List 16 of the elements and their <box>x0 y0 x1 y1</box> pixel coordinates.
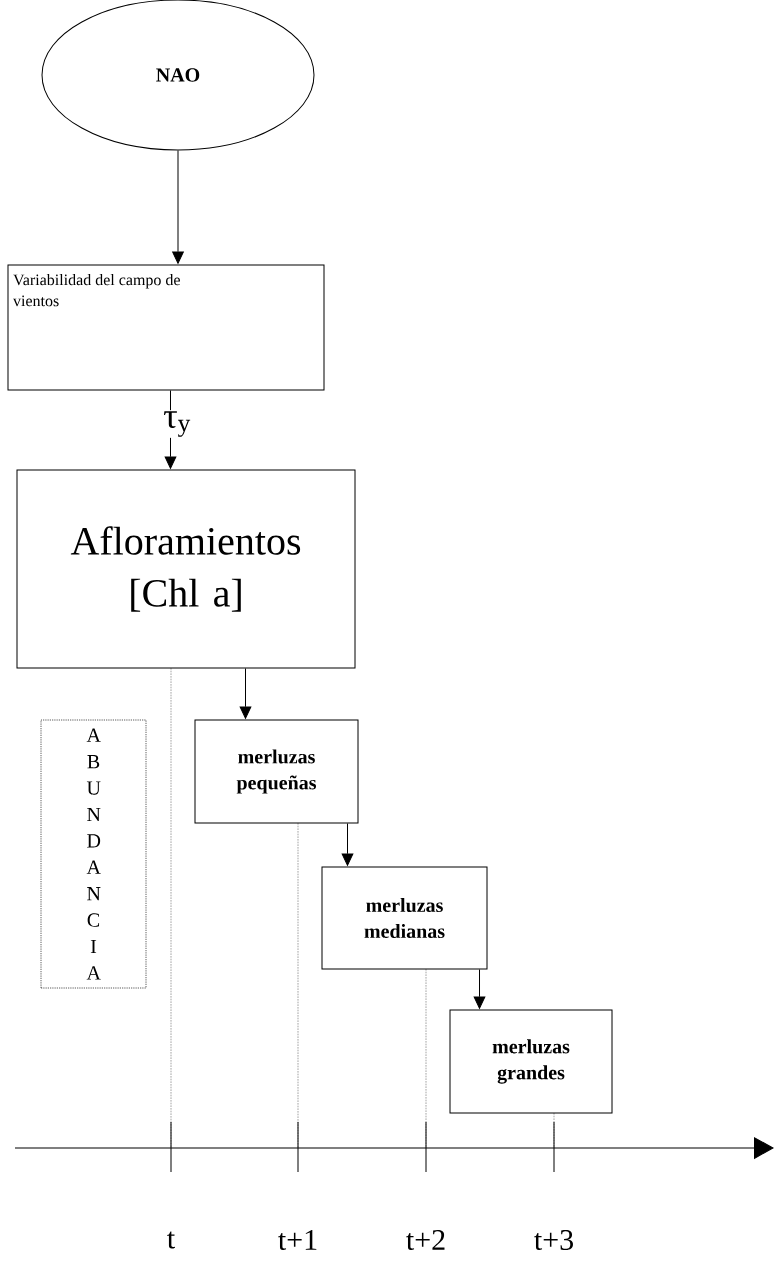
dotted-box: A B U N D A N C I A <box>40 719 147 989</box>
process-box: Variabilidad del campo de vientos <box>7 264 325 391</box>
arrow <box>164 390 177 469</box>
arrow <box>172 150 184 264</box>
arrow <box>473 969 486 1009</box>
process-box: merluzas medianas <box>321 866 488 970</box>
process-box: merluzas grandes <box>449 1009 613 1114</box>
tick-label: t+3 <box>534 1229 573 1251</box>
arrow <box>341 823 354 866</box>
edge-label: τ$_{y}$ <box>162 410 192 438</box>
arrow <box>239 668 252 719</box>
tick-label: t+2 <box>406 1229 445 1251</box>
process-box: Afloramientos [Chl a] <box>16 469 356 669</box>
tick-label: t+1 <box>278 1229 317 1251</box>
process-box: merluzas pequeñas <box>194 719 359 824</box>
tick-label: t <box>167 1231 175 1249</box>
